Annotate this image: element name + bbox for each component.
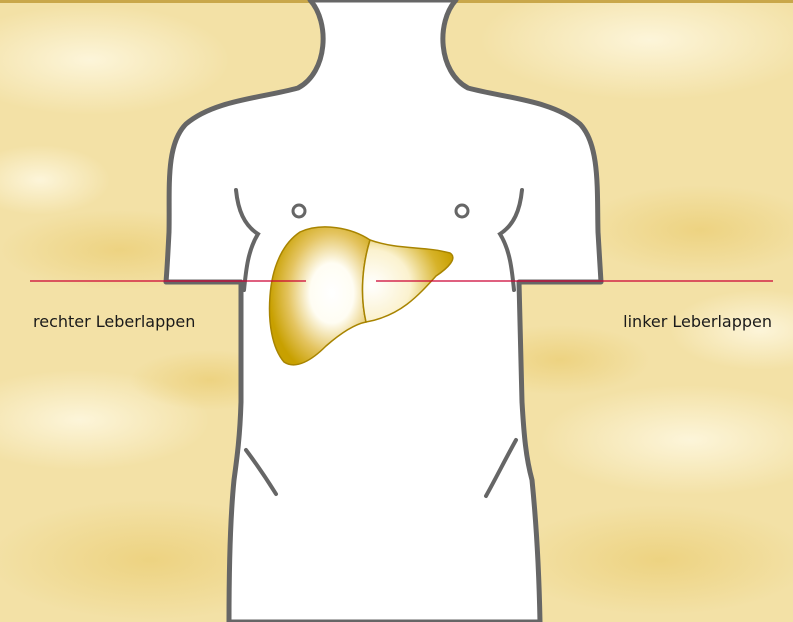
label-right-lobe: rechter Leberlappen	[33, 312, 195, 332]
label-left-lobe: linker Leberlappen	[623, 312, 772, 332]
nipple-right	[456, 205, 468, 217]
nipple-left	[293, 205, 305, 217]
